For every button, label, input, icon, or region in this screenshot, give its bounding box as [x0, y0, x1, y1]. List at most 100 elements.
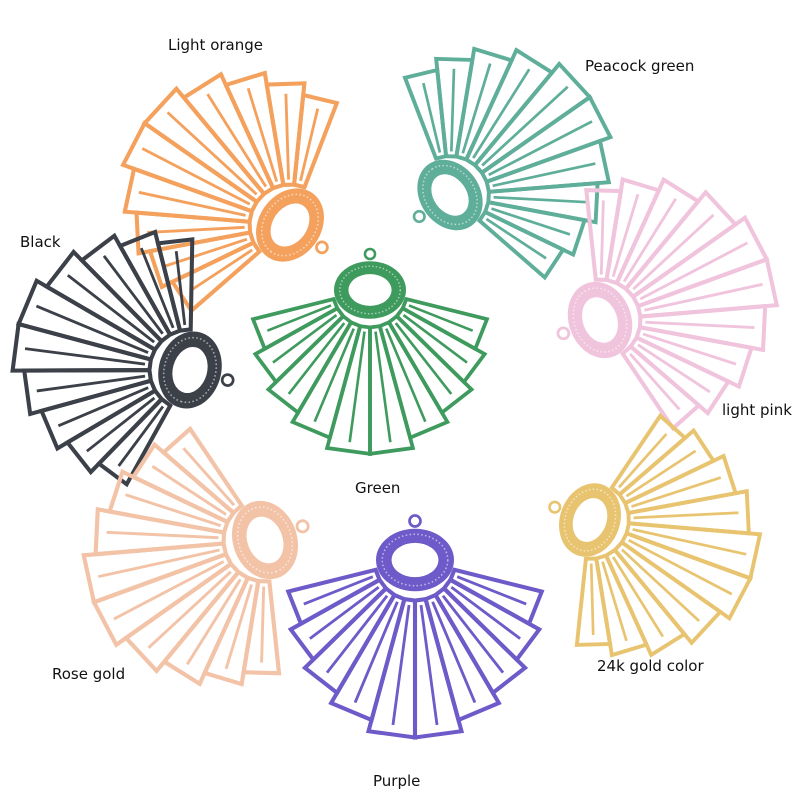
fan-hole [391, 542, 439, 578]
fan-ray [120, 120, 260, 214]
fan-rib [408, 304, 474, 332]
fan-rib [147, 570, 232, 649]
fan-ray [64, 388, 165, 476]
fan-rib [182, 447, 236, 507]
fan-rib [645, 320, 755, 329]
fan-rib [617, 433, 668, 489]
fan-rib [57, 386, 149, 428]
fan-rib [621, 548, 701, 623]
fan-ray [441, 577, 543, 663]
fan-ray [122, 166, 255, 224]
fan-rib [449, 68, 456, 152]
fan-ray [616, 427, 717, 506]
fan-ray [624, 521, 763, 581]
fan-ray [472, 61, 593, 176]
fan-rib [117, 405, 165, 467]
fan-ray [622, 453, 739, 516]
fan-loop [408, 514, 422, 528]
fan-rib [422, 82, 442, 153]
fan-rib [266, 304, 332, 332]
fan-rib [622, 198, 677, 283]
fan-ray [394, 305, 488, 385]
fan-ray [630, 214, 770, 309]
fan-rib [98, 548, 220, 579]
fan-rib [147, 225, 245, 234]
fan-loop [412, 209, 426, 224]
fan-hole [270, 203, 310, 247]
fan-rib [628, 538, 733, 596]
fan-rib [141, 147, 251, 206]
fan-loop [363, 247, 377, 261]
pendant-light-pink [556, 176, 780, 432]
fan-hole [246, 516, 284, 564]
fan-rib [637, 343, 711, 394]
fan-loop [295, 519, 310, 534]
fan-mesh [572, 287, 628, 353]
fan-ray [635, 256, 780, 319]
fan-ray [454, 46, 515, 162]
fan-ray [368, 324, 416, 456]
fan-ray [10, 321, 154, 373]
fan-ray [241, 578, 282, 676]
fan-hole [172, 346, 208, 394]
fan-rib [102, 254, 164, 335]
fan-rib [224, 584, 253, 670]
fan-rib [138, 190, 246, 217]
fan-ray [386, 313, 475, 416]
fan-ray [614, 176, 702, 292]
pendant-24k-gold [548, 412, 763, 658]
fan-ray [433, 56, 475, 159]
fan-rib [632, 213, 715, 291]
fan-rib [260, 586, 266, 663]
fan-ray [291, 92, 340, 190]
fan-rib [151, 465, 227, 516]
fan-rib [631, 476, 722, 508]
label-black: Black [20, 233, 61, 251]
pendant-black [10, 229, 235, 488]
fan-loop [220, 373, 235, 387]
fan-ray [38, 378, 158, 452]
fan-rib [639, 241, 749, 301]
label-rose-gold: Rose gold [52, 665, 126, 683]
fan-mesh [162, 336, 218, 404]
fan-rib [272, 314, 338, 364]
fan-ray [161, 569, 251, 687]
fan-rib [589, 563, 595, 636]
fan-rib [391, 604, 411, 726]
fan-hole [572, 498, 608, 542]
fan-rib [394, 322, 453, 395]
fan-ray [377, 319, 451, 441]
fan-rib [164, 237, 248, 268]
fan-ray [147, 230, 256, 290]
fan-ray [412, 596, 465, 740]
pendant-green [250, 247, 490, 456]
fan-ray [584, 187, 624, 283]
fan-rib [472, 68, 531, 159]
fan-ray [81, 541, 229, 606]
fan-rib [441, 594, 505, 674]
fan-rib [206, 93, 268, 188]
fan-rib [66, 274, 156, 344]
fan-rib [309, 586, 380, 640]
fan-ray [604, 176, 662, 286]
fan-mesh [381, 533, 449, 587]
fan-ray [447, 567, 545, 627]
fan-rib [461, 63, 492, 154]
fan-ray [482, 199, 588, 258]
fan-rib [299, 108, 320, 182]
fan-rib [642, 332, 737, 366]
fan-rib [189, 248, 253, 293]
label-light-pink: light pink [722, 401, 792, 419]
fan-ray [402, 67, 449, 161]
pendant-purple [285, 514, 545, 740]
fan-hole [431, 174, 469, 216]
fan-rib [85, 396, 156, 453]
fan-rib [24, 347, 146, 366]
fan-rib [186, 578, 242, 666]
label-peacock-green: Peacock green [585, 57, 695, 75]
fan-rib [385, 328, 427, 423]
fan-ray [201, 575, 261, 687]
fan-rib [481, 85, 569, 167]
